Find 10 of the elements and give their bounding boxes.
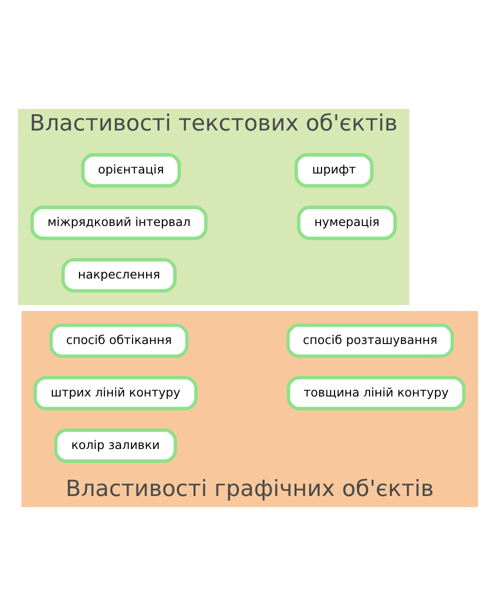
node-box: спосіб розташування: [286, 323, 454, 358]
node-box: нумерація: [297, 206, 397, 240]
node-box: штрих ліній контуру: [33, 376, 198, 410]
node-box: шрифт: [294, 153, 374, 188]
node-box: товщина ліній контуру: [286, 376, 466, 410]
node-box: спосіб обтікання: [49, 323, 189, 358]
node-box: колір заливки: [54, 428, 178, 463]
node-box: орієнтація: [81, 153, 181, 188]
node-box: накреслення: [61, 258, 177, 293]
node-box: міжрядковий інтервал: [30, 206, 208, 240]
